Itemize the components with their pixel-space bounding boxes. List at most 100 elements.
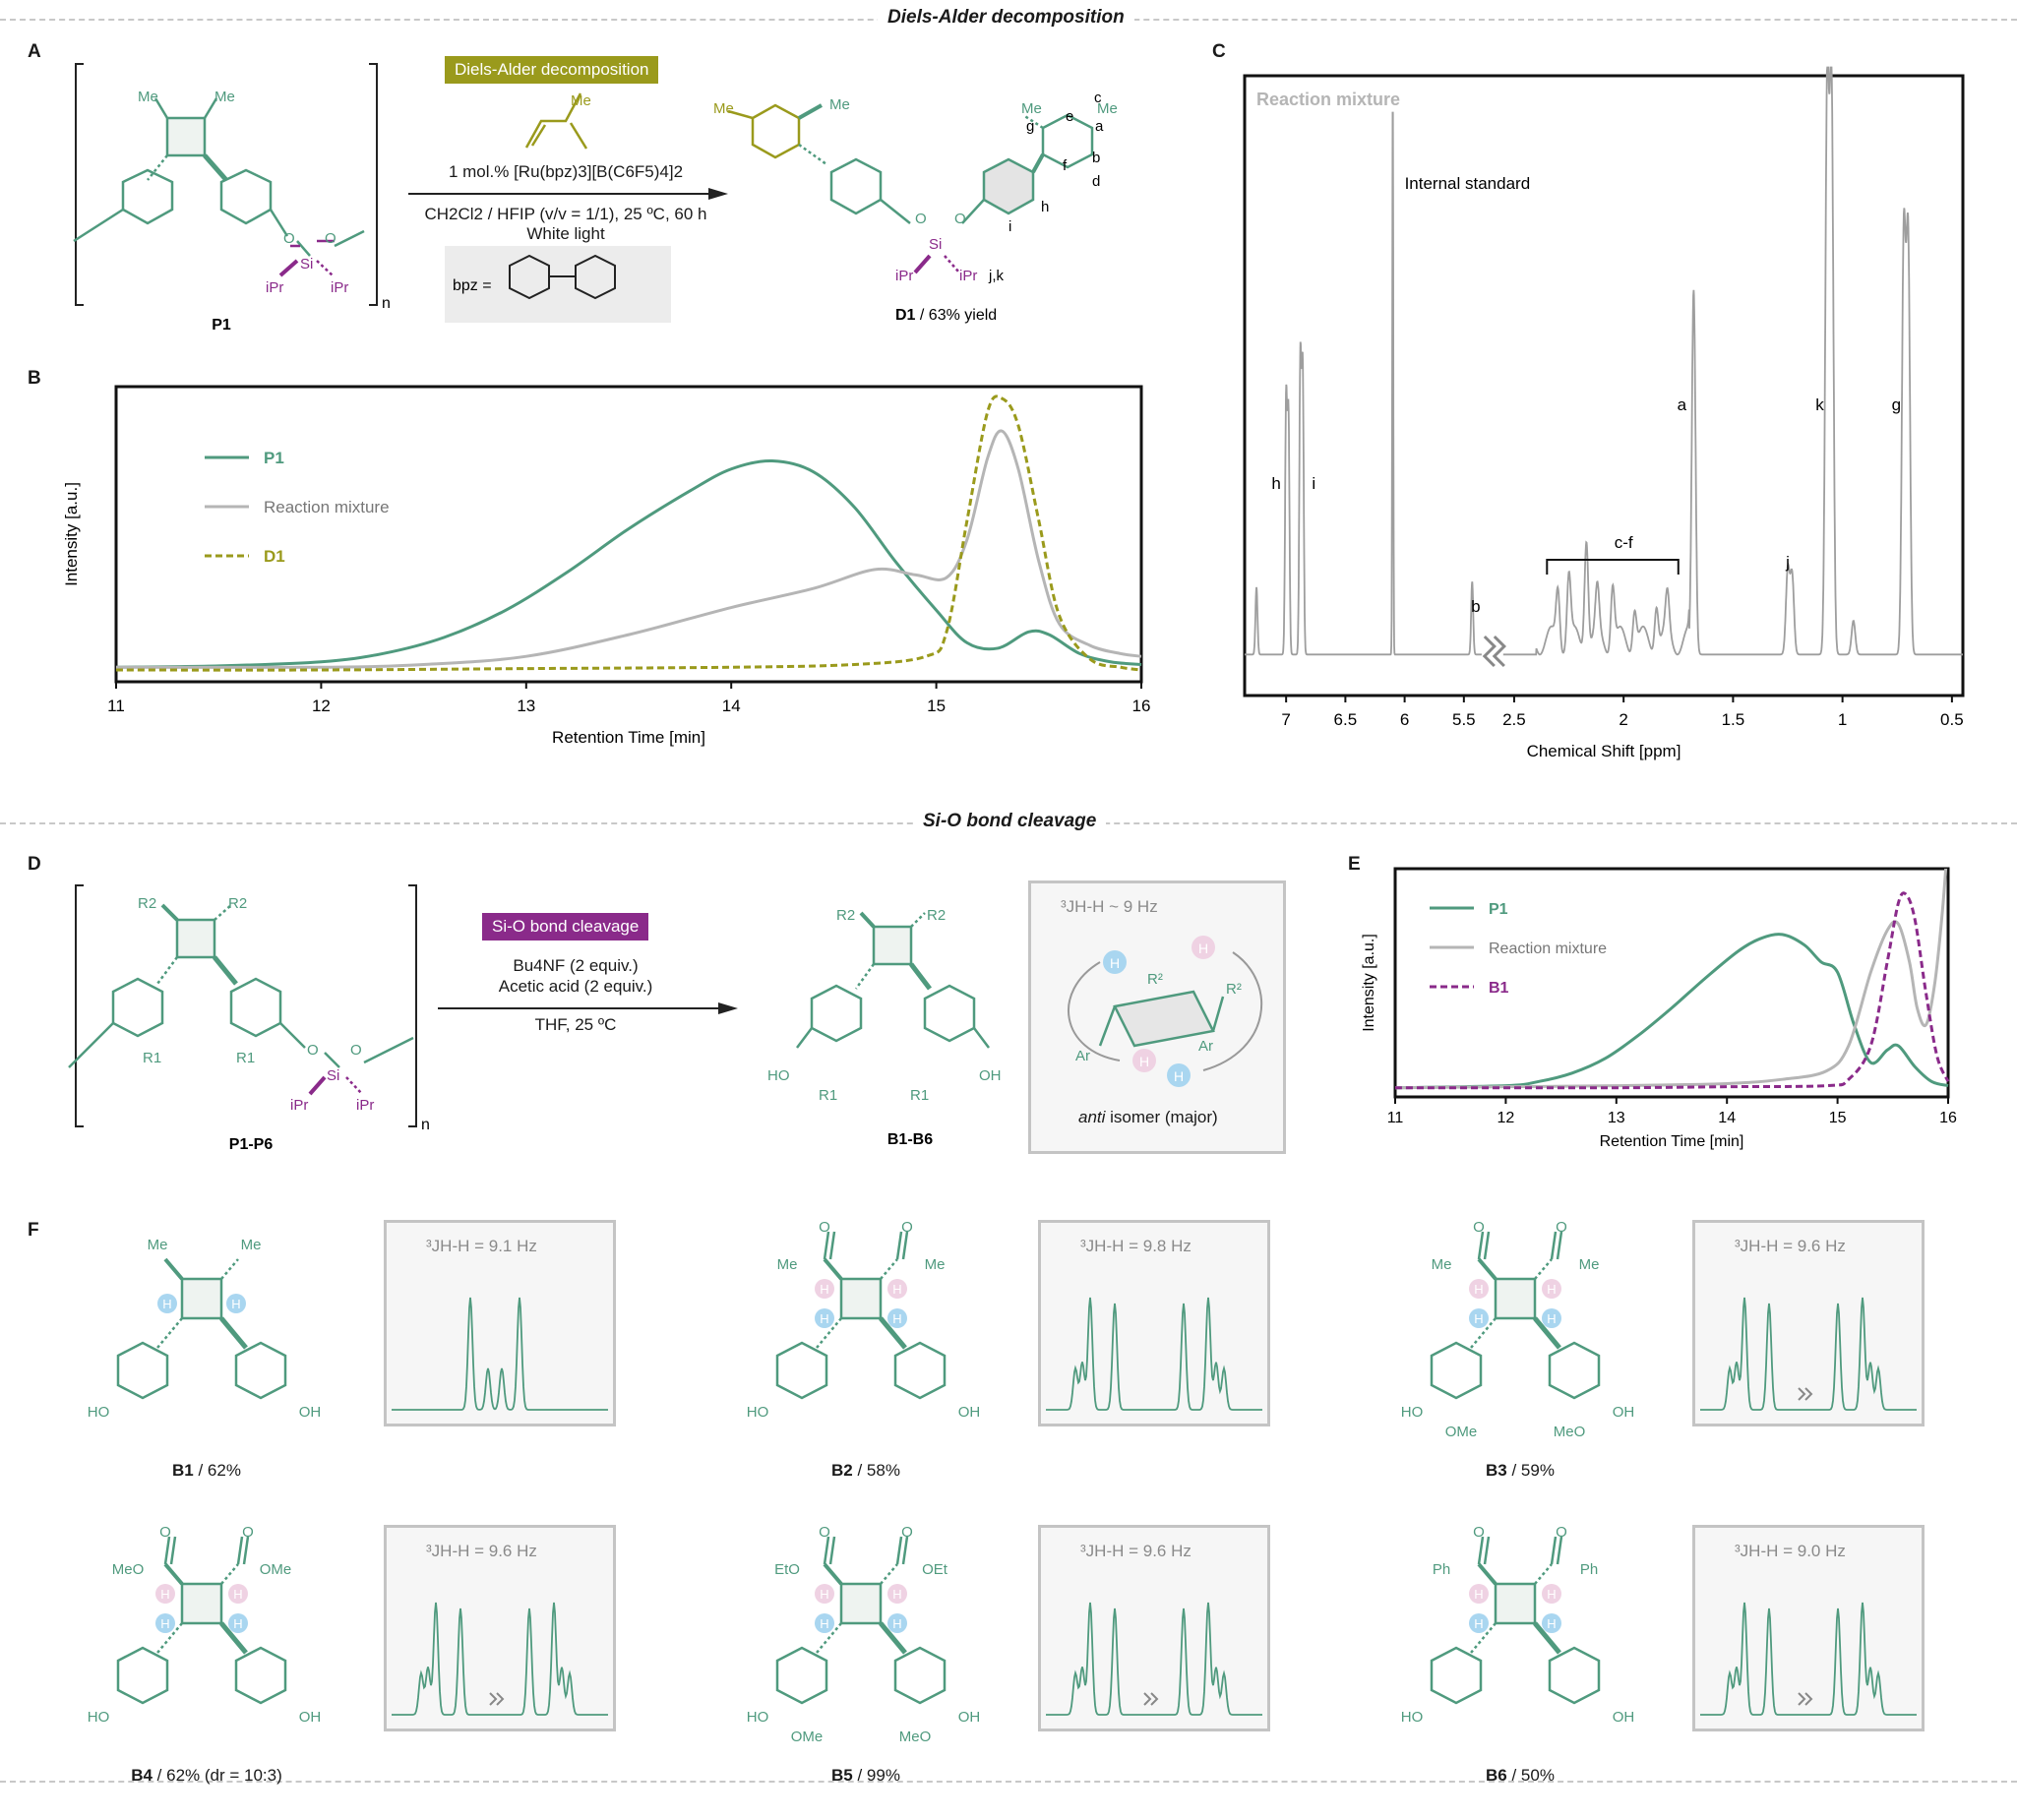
h-bubble-label: H	[892, 1587, 901, 1602]
compound-name: B1	[172, 1461, 194, 1480]
substituent-right: OMe	[260, 1561, 292, 1578]
phenol-ho: HO	[88, 1709, 110, 1726]
h-bubble	[228, 1584, 248, 1604]
inset-ar-left: Ar	[1075, 1048, 1090, 1064]
inset-r2-right: R²	[1226, 981, 1242, 998]
h-bubble-label: H	[892, 1616, 901, 1631]
series-line-p1	[1394, 933, 1949, 1090]
d1-cyclohexene	[727, 103, 801, 159]
peak-label-k: k	[1815, 395, 1824, 414]
carbonyl-o-right: O	[901, 1525, 913, 1541]
peak-label-c-f: c-f	[1615, 533, 1633, 552]
nmr-title: Reaction mixture	[1256, 90, 1400, 109]
peak-label-d: d	[1092, 173, 1100, 190]
coupling-constant-label: ³JH-H = 9.6 Hz	[1080, 1542, 1192, 1560]
phenol-oh: OH	[958, 1404, 981, 1421]
d1-me-right-ring: Me	[1097, 100, 1118, 117]
h-bubble	[815, 1279, 834, 1299]
peak-label-jk: j,k	[988, 268, 1005, 284]
bracket-left	[75, 63, 84, 306]
p1p6-ipr-left: iPr	[290, 1097, 308, 1114]
x-tick-label: 6.5	[1334, 710, 1358, 729]
inset-h-2: H	[1198, 940, 1208, 956]
h-bubble	[1469, 1279, 1489, 1299]
inset-h-4: H	[1174, 1068, 1184, 1084]
peak-label-e: e	[1066, 108, 1073, 125]
x-tick-label: 6	[1400, 710, 1409, 729]
p1-o-right: O	[325, 230, 336, 247]
carbonyl-o-left: O	[1473, 1220, 1485, 1236]
legend-label: P1	[264, 449, 284, 467]
b1b6-label: B1-B6	[887, 1131, 933, 1148]
compound-label: B4 / 62% (dr = 10:3)	[59, 1766, 354, 1786]
substituent-right: Me	[1579, 1256, 1600, 1273]
compound-yield: / 59%	[1506, 1461, 1555, 1480]
compound-label: B6 / 50%	[1373, 1766, 1668, 1786]
inset-ar-right: Ar	[1198, 1038, 1213, 1055]
substituent-left: Me	[148, 1237, 168, 1253]
legend-label: D1	[264, 547, 285, 566]
b1b6-structure	[796, 911, 990, 1049]
p1p6-structure	[68, 903, 414, 1068]
d1-aryls	[798, 103, 1094, 224]
coupling-inset: ³JH-H = 9.6 Hz	[1038, 1525, 1270, 1731]
d1-me-right: Me	[1021, 100, 1042, 117]
p1p6-r2-left: R2	[138, 895, 156, 912]
coupling-multiplet	[1046, 1297, 1262, 1411]
compound-yield: / 50%	[1506, 1766, 1555, 1785]
p1-structure	[73, 97, 365, 257]
cond-acetic-acid: Acetic acid (2 equiv.)	[498, 977, 653, 996]
substituent-left: Ph	[1433, 1561, 1450, 1578]
h-bubble	[887, 1613, 907, 1633]
p1p6-label: P1-P6	[229, 1136, 274, 1153]
h-bubble	[155, 1584, 175, 1604]
axis-break-mark	[489, 1692, 505, 1706]
h-bubble-label: H	[233, 1587, 242, 1602]
carbonyl-o-left: O	[159, 1525, 171, 1541]
legend-label: B1	[1489, 980, 1509, 997]
coupling-constant-label: ³JH-H = 9.6 Hz	[426, 1542, 537, 1560]
h-bubble	[815, 1584, 834, 1604]
h-bubble-label: H	[1474, 1587, 1483, 1602]
p1-n: n	[382, 295, 391, 312]
substituent-left: EtO	[774, 1561, 800, 1578]
carbonyl-o-right: O	[1556, 1220, 1567, 1236]
substituent-left: Me	[777, 1256, 798, 1273]
h-bubble	[815, 1308, 834, 1328]
inset-h-1: H	[1110, 955, 1120, 971]
h-bubble-label: H	[233, 1616, 242, 1631]
d1-si: Si	[929, 236, 942, 253]
coupling-inset: ³JH-H = 9.0 Hz	[1692, 1525, 1925, 1731]
peak-label-b: b	[1092, 150, 1100, 166]
h-bubble	[1542, 1613, 1561, 1633]
panel-a-scheme: Me Me O O Si iPr iPr n P1 Me bpz =	[73, 63, 1118, 334]
p1p6-ipr-right: iPr	[356, 1097, 374, 1114]
h-bubble-label: H	[820, 1311, 828, 1326]
axis-break-mark	[1798, 1387, 1813, 1401]
h-bubble-label: H	[160, 1587, 169, 1602]
methoxy-left: OMe	[1445, 1424, 1478, 1440]
h-bubble-label: H	[162, 1297, 171, 1311]
carbonyl-o-left: O	[819, 1220, 830, 1236]
x-tick-label: 5.5	[1452, 710, 1476, 729]
p1p6-r1-right: R1	[236, 1050, 255, 1066]
panel-letter-f: F	[28, 1220, 39, 1241]
d1-o-right: O	[954, 211, 966, 227]
methoxy-right: MeO	[899, 1729, 932, 1745]
h-bubble	[155, 1613, 175, 1633]
x-tick-label: 14	[1718, 1110, 1736, 1126]
phenol-oh: OH	[299, 1404, 322, 1421]
series-line-reaction-mixture	[1395, 869, 1948, 1090]
peak-label-h: h	[1041, 199, 1049, 215]
x-tick-label: 13	[1608, 1110, 1625, 1126]
diene-me: Me	[571, 92, 591, 109]
phenol-oh: OH	[1613, 1709, 1635, 1726]
panel-letter-d: D	[28, 854, 41, 875]
substituent-right: Me	[925, 1256, 946, 1273]
carbonyl-o-right: O	[242, 1525, 254, 1541]
coupling-multiplet	[1046, 1602, 1262, 1716]
